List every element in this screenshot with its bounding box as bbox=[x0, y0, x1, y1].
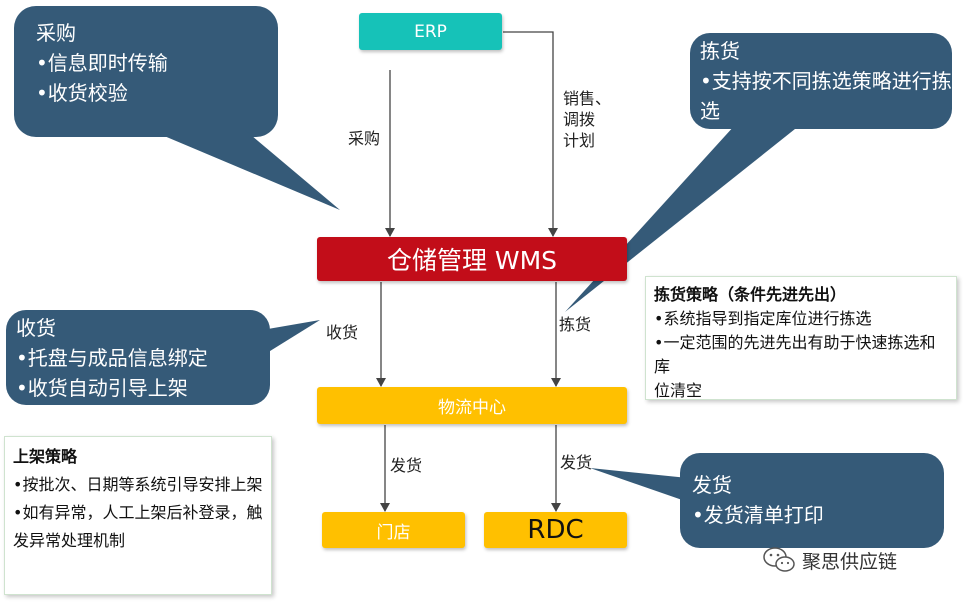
wms-node: 仓储管理 WMS bbox=[317, 237, 627, 281]
edge-label-sales-line-1: 销售、 bbox=[563, 89, 612, 108]
picking-callout-item-1: •支持按不同拣选策略进行拣 bbox=[700, 69, 952, 93]
edge-label-purchase: 采购 bbox=[348, 129, 381, 148]
erp-label: ERP bbox=[414, 21, 447, 42]
putaway-strategy-item-2: •如有异常，人工上架后补登录，触 bbox=[13, 503, 263, 522]
purchase-callout: 采购 •信息即时传输 •收货校验 bbox=[36, 18, 168, 108]
receiving-callout-item-1: •托盘与成品信息绑定 bbox=[16, 346, 208, 370]
edge-label-picking: 拣货 bbox=[559, 315, 592, 334]
receiving-callout-item-2: •收货自动引导上架 bbox=[16, 376, 188, 400]
shipping-callout-item-1: •发货清单打印 bbox=[692, 503, 824, 527]
rdc-node: RDC bbox=[484, 512, 627, 548]
shipping-callout: 发货 •发货清单打印 bbox=[692, 470, 824, 530]
picking-callout: 拣货 •支持按不同拣选策略进行拣 选 bbox=[700, 36, 952, 126]
erp-node: ERP bbox=[359, 13, 502, 50]
picking-strategy-item-2: •一定范围的先进先出有助于快速拣选和库 bbox=[654, 333, 936, 376]
putaway-strategy-item-3: 发异常处理机制 bbox=[13, 531, 126, 550]
edge-label-receiving: 收货 bbox=[326, 323, 359, 342]
purchase-callout-title: 采购 bbox=[36, 21, 76, 45]
putaway-strategy-title: 上架策略 bbox=[13, 447, 78, 466]
store-node: 门店 bbox=[322, 512, 465, 548]
picking-strategy-box: 拣货策略（条件先进先出） •系统指导到指定库位进行拣选 •一定范围的先进先出有助… bbox=[645, 276, 957, 400]
wechat-icon bbox=[763, 547, 795, 572]
receiving-callout: 收货 •托盘与成品信息绑定 •收货自动引导上架 bbox=[16, 313, 208, 403]
picking-callout-title: 拣货 bbox=[700, 39, 740, 63]
shipping-callout-title: 发货 bbox=[692, 473, 732, 497]
picking-strategy-item-3: 位清空 bbox=[654, 381, 703, 400]
receiving-callout-title: 收货 bbox=[16, 316, 56, 340]
picking-strategy-title: 拣货策略（条件先进先出） bbox=[654, 285, 847, 304]
receiving-callout-shape bbox=[6, 310, 320, 405]
edge-label-sales-line-2: 调拨 bbox=[563, 110, 596, 129]
logistics-center-label: 物流中心 bbox=[438, 398, 506, 418]
store-label: 门店 bbox=[376, 522, 411, 543]
putaway-strategy-box: 上架策略 •按批次、日期等系统引导安排上架 •如有异常，人工上架后补登录，触 发… bbox=[4, 436, 272, 595]
edge-label-sales-line-3: 计划 bbox=[563, 131, 596, 150]
edge-label-ship-rdc: 发货 bbox=[560, 453, 593, 472]
edge-label-ship-store: 发货 bbox=[390, 456, 423, 475]
logistics-center-node: 物流中心 bbox=[317, 387, 627, 424]
rdc-label: RDC bbox=[527, 515, 584, 545]
shipping-callout-shape bbox=[590, 453, 944, 548]
edge-label-sales-plan: 销售、 调拨 计划 bbox=[563, 88, 611, 151]
picking-callout-item-2: 选 bbox=[700, 99, 720, 123]
edge-erp-wms-right bbox=[503, 31, 558, 237]
picking-strategy-item-1: •系统指导到指定库位进行拣选 bbox=[654, 309, 872, 328]
putaway-strategy-item-1: •按批次、日期等系统引导安排上架 bbox=[13, 475, 263, 494]
watermark-text: 聚思供应链 bbox=[802, 550, 898, 573]
watermark: 聚思供应链 bbox=[762, 540, 962, 580]
wms-label: 仓储管理 WMS bbox=[386, 246, 558, 275]
purchase-callout-item-2: •收货校验 bbox=[36, 81, 128, 105]
purchase-callout-item-1: •信息即时传输 bbox=[36, 51, 168, 75]
purchase-callout-shape bbox=[14, 6, 340, 210]
